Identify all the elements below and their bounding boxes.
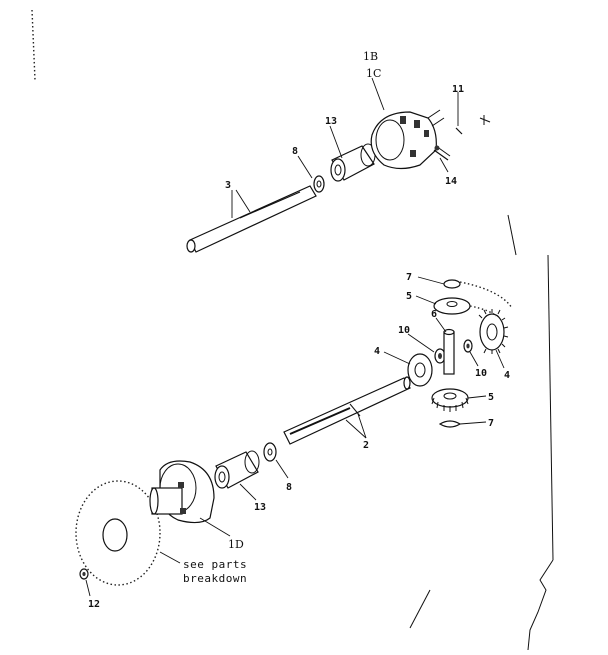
- lower-dotted-connectors: [459, 281, 513, 317]
- gear-part-5-upper: [433, 297, 471, 315]
- washer-part-10-right: [463, 339, 473, 353]
- callout-11: 11: [452, 84, 464, 95]
- bearing-part-4-left: [407, 353, 433, 387]
- clip-part-7-upper: [443, 279, 461, 289]
- callout-10-left: 10: [398, 325, 410, 336]
- housing-part-1c: [370, 109, 445, 170]
- callout-7-upper: 7: [406, 272, 412, 283]
- screw-part-14: [433, 145, 451, 161]
- callout-8-lower: 8: [286, 482, 292, 493]
- callout-3: 3: [225, 180, 231, 191]
- note-see-parts: see parts: [183, 558, 247, 571]
- callout-1d: 1D: [228, 538, 244, 551]
- bevel-gear-part-5-lower: [431, 388, 469, 412]
- bevel-gear-part-4-right: [478, 309, 509, 354]
- pin-part-11: [455, 115, 491, 135]
- bushing-part-13-upper: [330, 143, 376, 182]
- callout-14: 14: [445, 176, 457, 187]
- callout-7-lower: 7: [488, 418, 494, 429]
- washer-part-8-upper: [313, 175, 325, 193]
- upper-assembly: [186, 77, 491, 253]
- housing-part-1d: [149, 460, 215, 524]
- callout-10-right: 10: [475, 368, 487, 379]
- lower-assembly: [75, 276, 513, 597]
- washer-part-8-lower: [263, 442, 277, 462]
- callout-6: 6: [431, 309, 437, 320]
- callout-4-right: 4: [504, 370, 510, 381]
- shaft-part-2: [283, 376, 411, 445]
- callout-2: 2: [363, 440, 369, 451]
- callout-labels: 1B 1C 13 8 3 11 14 7 5 6 10 4 10 4 5 7 2…: [88, 50, 510, 610]
- callout-4-left: 4: [374, 346, 380, 357]
- callout-1c: 1C: [366, 67, 381, 80]
- callout-12: 12: [88, 599, 100, 610]
- callout-5-upper: 5: [406, 291, 412, 302]
- bushing-part-13-lower: [214, 450, 260, 489]
- callout-13-lower: 13: [254, 502, 266, 513]
- callout-8-upper: 8: [292, 146, 298, 157]
- clip-part-7-lower: [438, 420, 462, 428]
- washer-part-12: [79, 568, 89, 580]
- callout-5-lower: 5: [488, 392, 494, 403]
- upper-leader-lines: [231, 77, 459, 218]
- pin-part-6: [443, 328, 455, 375]
- callout-1b: 1B: [363, 50, 378, 63]
- lower-leader-lines: [85, 276, 505, 597]
- note-breakdown: breakdown: [183, 572, 247, 585]
- callout-13-upper: 13: [325, 116, 337, 127]
- page-edge-lines: [31, 9, 554, 651]
- gear-outline-dotted: [75, 480, 161, 586]
- shaft-part-3: [186, 185, 317, 253]
